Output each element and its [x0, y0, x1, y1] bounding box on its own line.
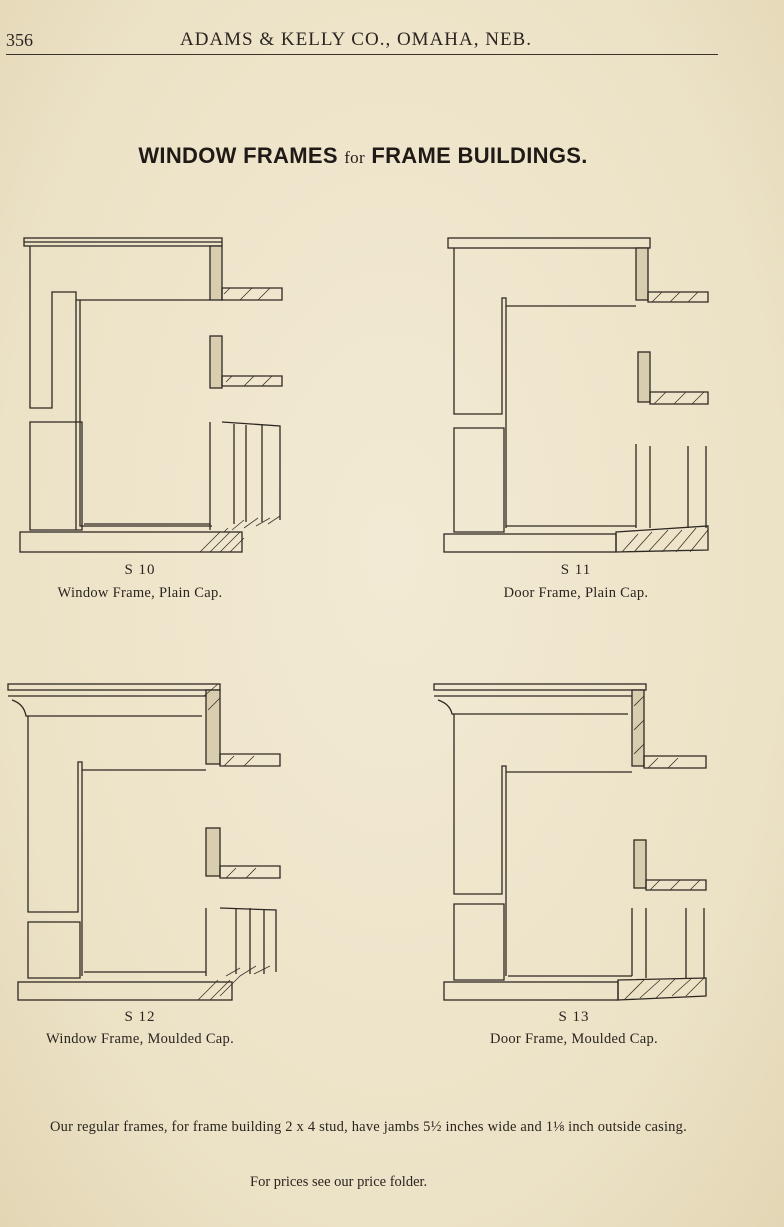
figure-s12-caption: Window Frame, Moulded Cap. [45, 1031, 235, 1047]
figure-s13-drawing [433, 683, 707, 1001]
figure-s10-caption: Window Frame, Plain Cap. [57, 585, 223, 601]
page-title: WINDOW FRAMES for FRAME BUILDINGS. [0, 143, 726, 169]
figure-s10-drawing [19, 237, 283, 553]
running-head: ADAMS & KELLY CO., OMAHA, NEB. [180, 29, 532, 50]
figure-s13-caption: Door Frame, Moulded Cap. [490, 1031, 658, 1047]
price-note: For prices see our price folder. [250, 1174, 428, 1190]
specification-note: Our regular frames, for frame building 2… [50, 1119, 687, 1135]
figure-s11-code: S 11 [560, 562, 592, 578]
figure-s11-drawing [443, 237, 709, 553]
page-number: 356 [6, 30, 33, 50]
figure-s12-drawing [7, 683, 281, 1001]
figure-s13-code: S 13 [558, 1009, 590, 1025]
title-part-3: FRAME BUILDINGS. [371, 143, 588, 168]
page-header: 356 ADAMS & KELLY CO., OMAHA, NEB. [6, 28, 718, 55]
figure-s11-caption: Door Frame, Plain Cap. [503, 585, 649, 601]
figure-s12-code: S 12 [124, 1009, 156, 1025]
title-part-2: for [344, 148, 365, 167]
title-part-1: WINDOW FRAMES [138, 143, 338, 168]
figure-s10-code: S 10 [124, 562, 156, 578]
